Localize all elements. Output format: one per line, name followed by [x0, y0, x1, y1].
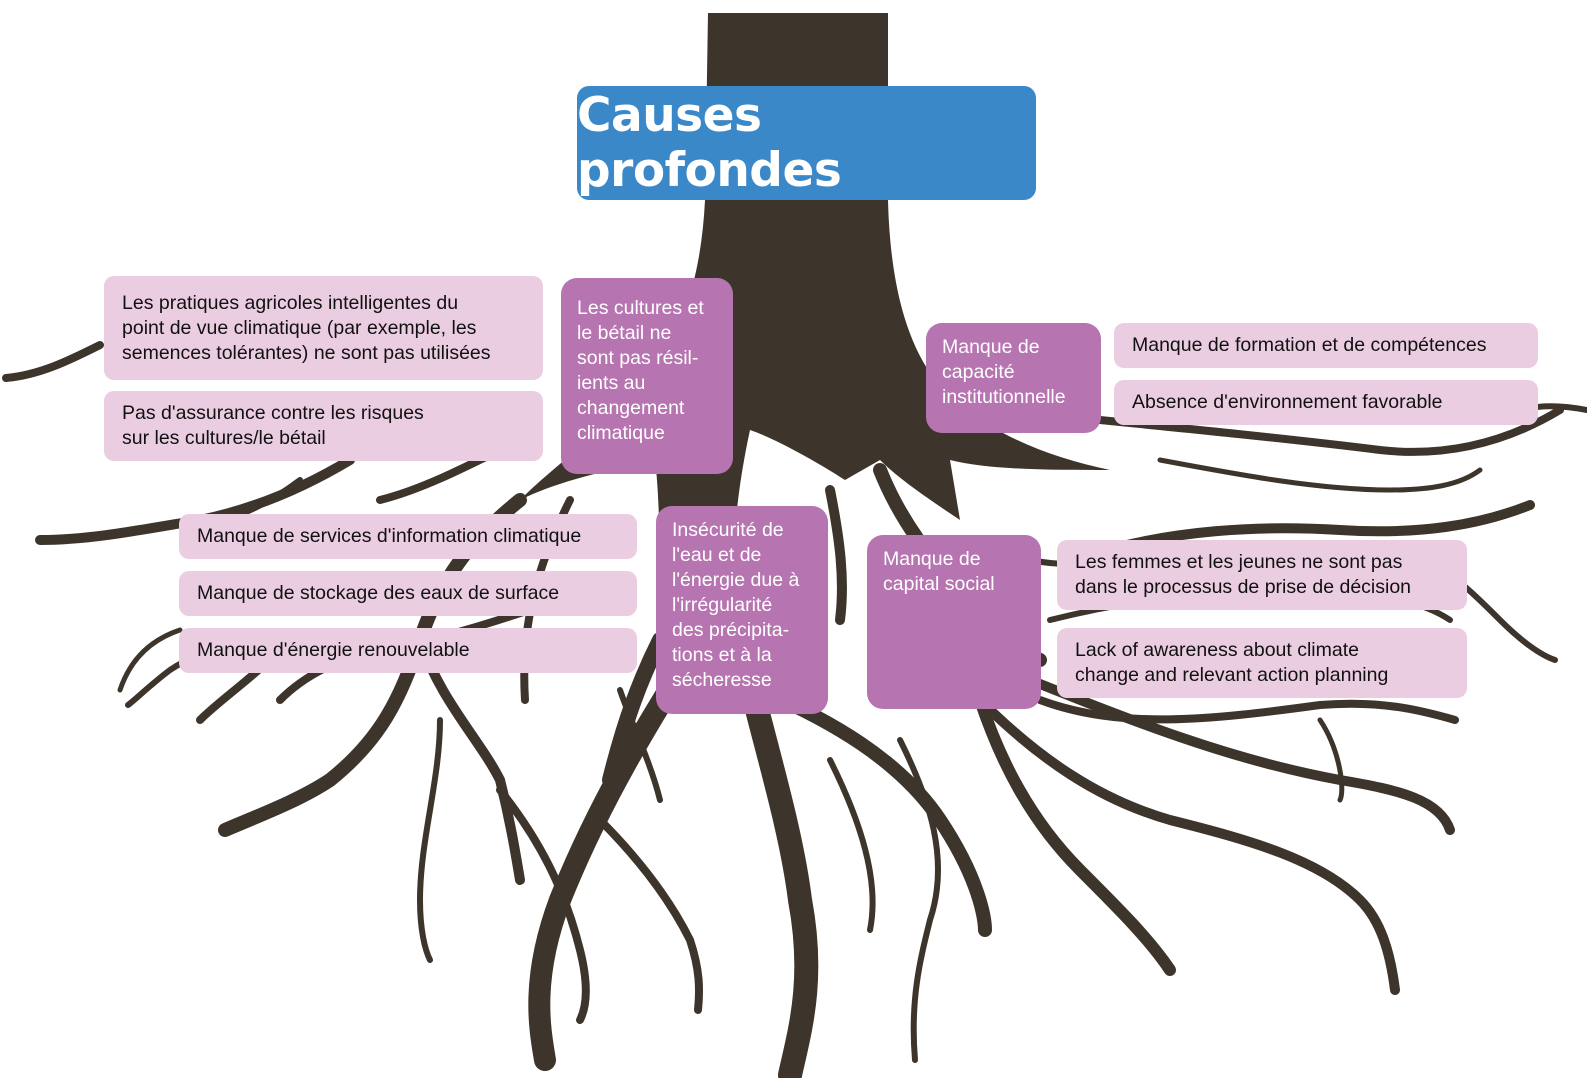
- cause-no-renewable-energy: Manque d'énergie renouvelable: [179, 628, 637, 673]
- category-water-energy-insecurity: Insécurité de l'eau et de l'énergie due …: [656, 506, 828, 714]
- diagram-title: Causes profondes: [577, 86, 1036, 200]
- cause-climate-smart-practices: Les pratiques agricoles intelligentes du…: [104, 276, 543, 380]
- category-social-capital: Manque de capital social: [867, 535, 1041, 709]
- cause-no-climate-info: Manque de services d'information climati…: [179, 514, 637, 559]
- category-crops-livestock: Les cultures et le bétail ne sont pas ré…: [561, 278, 733, 474]
- cause-no-enabling-environment: Absence d'environnement favorable: [1114, 380, 1538, 425]
- cause-no-water-storage: Manque de stockage des eaux de surface: [179, 571, 637, 616]
- category-institutional-capacity: Manque de capacité institutionnelle: [926, 323, 1101, 433]
- cause-women-youth-excluded: Les femmes et les jeunes ne sont pas dan…: [1057, 540, 1467, 610]
- cause-no-insurance: Pas d'assurance contre les risques sur l…: [104, 391, 543, 461]
- cause-lack-of-awareness: Lack of awareness about climate change a…: [1057, 628, 1467, 698]
- cause-no-training: Manque de formation et de compétences: [1114, 323, 1538, 368]
